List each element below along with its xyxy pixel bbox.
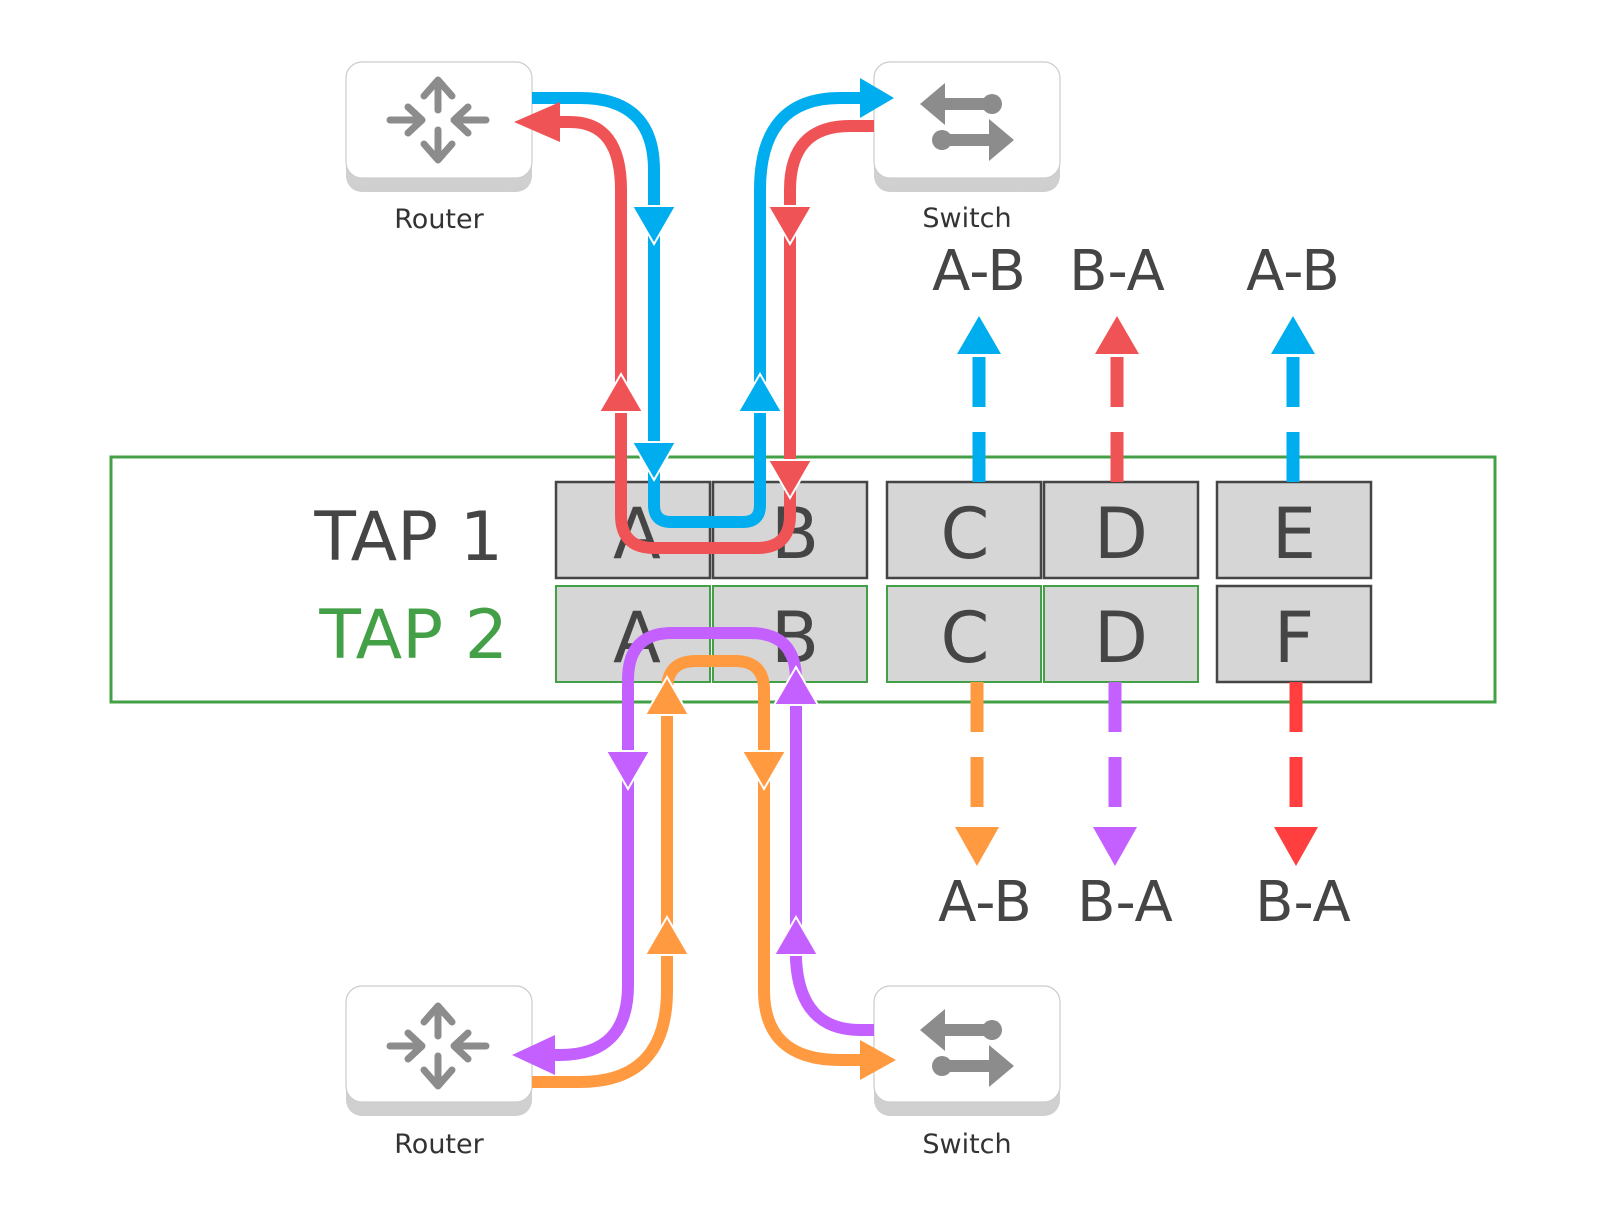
top-switch[interactable]: Switch	[873, 61, 1061, 234]
switch-icon	[920, 83, 1014, 161]
tap2-inline-flows	[532, 627, 874, 1088]
monitor-label-tap2-d: B-A	[1077, 870, 1173, 935]
monitor-label-tap1-c: A-B	[932, 239, 1026, 304]
tap2-port-c-letter: C	[941, 597, 990, 679]
bottom-switch-label: Switch	[922, 1129, 1011, 1160]
flow-ba-bottom-path	[554, 627, 874, 1061]
tap2-port-c[interactable]	[886, 585, 1042, 683]
top-switch-label: Switch	[922, 203, 1011, 234]
tap2-port-f-letter: F	[1274, 597, 1314, 679]
arrow-head-icon	[630, 441, 678, 482]
flow-ab-bottom-path	[532, 655, 860, 1088]
top-router-label: Router	[394, 204, 484, 235]
monitor-arrows	[955, 316, 1318, 866]
arrow-head-icon	[772, 665, 820, 706]
arrow-head-icon	[514, 102, 560, 142]
arrow-head-icon	[766, 205, 814, 246]
arrow-down-icon	[1093, 827, 1137, 866]
arrow-head-icon	[643, 675, 691, 716]
tap1-label: TAP 1	[313, 498, 503, 577]
arrow-head-icon	[630, 205, 678, 246]
router-icon	[386, 1002, 490, 1090]
monitor-label-tap1-e: A-B	[1246, 239, 1340, 304]
bottom-router[interactable]: Router	[345, 985, 533, 1160]
arrow-head-icon	[772, 915, 820, 956]
tap2-port-d[interactable]	[1043, 585, 1199, 683]
tap2-port-d-letter: D	[1094, 597, 1148, 679]
tap1-port-e[interactable]	[1215, 480, 1373, 580]
tap1-inline-flows	[532, 92, 874, 554]
top-router[interactable]: Router	[345, 61, 533, 235]
arrow-down-icon	[955, 827, 999, 866]
arrow-head-icon	[512, 1035, 555, 1075]
arrow-down-icon	[1274, 827, 1318, 866]
arrow-head-icon	[860, 1040, 896, 1080]
arrow-head-icon	[740, 750, 788, 791]
monitor-label-tap2-f: B-A	[1255, 870, 1351, 935]
tap2-label: TAP 2	[318, 596, 508, 675]
tap1-port-c[interactable]	[885, 480, 1043, 580]
tap1-port-d[interactable]	[1042, 480, 1200, 580]
tap1-port-d-letter: D	[1094, 493, 1148, 575]
arrow-head-icon	[766, 459, 814, 500]
arrow-up-icon	[957, 316, 1001, 354]
flow-ab-top-path	[532, 92, 860, 528]
monitor-label-tap1-d: B-A	[1069, 239, 1165, 304]
bottom-router-label: Router	[394, 1129, 484, 1160]
switch-icon	[920, 1009, 1014, 1087]
tap1-flow-arrowheads	[514, 78, 894, 500]
arrow-up-icon	[1095, 316, 1139, 354]
tap1-port-c-letter: C	[941, 493, 990, 575]
arrow-head-icon	[643, 915, 691, 956]
router-icon	[386, 76, 490, 164]
bottom-switch[interactable]: Switch	[873, 985, 1061, 1160]
tap1-port-a[interactable]	[554, 480, 712, 580]
arrow-head-icon	[736, 372, 784, 413]
arrow-up-icon	[1271, 316, 1315, 354]
arrow-head-icon	[604, 750, 652, 791]
monitor-label-tap2-c: A-B	[938, 870, 1032, 935]
arrow-head-icon	[597, 372, 645, 413]
tap1-port-e-letter: E	[1272, 493, 1316, 575]
tap2-flow-arrowheads	[512, 665, 896, 1080]
arrow-head-icon	[860, 78, 894, 118]
tap1-ports: A B C D E	[554, 480, 1373, 580]
flow-ba-top-path	[560, 116, 874, 554]
tap2-ports: A B C D F	[555, 584, 1373, 684]
